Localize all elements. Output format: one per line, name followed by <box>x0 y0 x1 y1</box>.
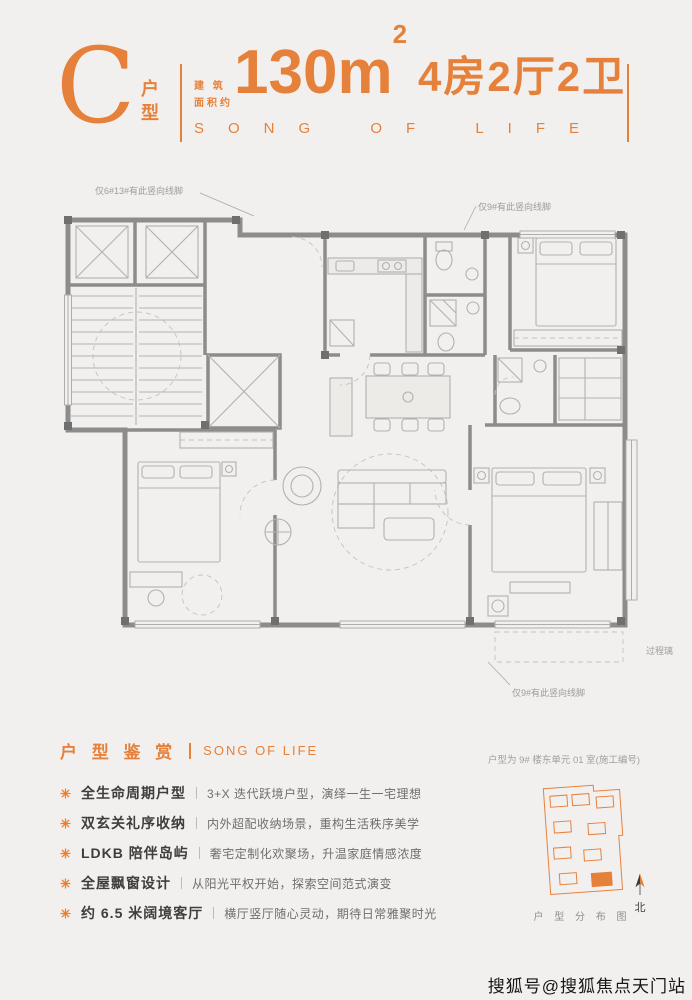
living-area <box>264 453 449 571</box>
feature-desc: 3+X 迭代跃境户型，演绎一生一宅理想 <box>207 786 422 801</box>
section-title: 户 型 鉴 赏 <box>60 743 178 762</box>
elevator-shaft <box>206 353 282 430</box>
kitchen <box>327 257 423 353</box>
dining-area <box>329 362 451 437</box>
room-count: 4房2厅2卫 <box>418 53 627 100</box>
feature-title: 全生命周期户型 <box>81 785 186 801</box>
header-divider <box>180 64 182 142</box>
site-plan-diagram <box>542 784 624 895</box>
plan-note-glass: 过程璃 <box>646 646 674 656</box>
bedroom-bottom-left <box>129 431 274 616</box>
floor-plan: 仅6#13#有此竖向线脚 仅9#有此竖向线脚 仅9#有此竖向线脚 <box>64 185 638 698</box>
feature-title: 约 6.5 米阔境客厅 <box>81 905 204 921</box>
feature-divider <box>196 817 197 829</box>
bathrooms-top <box>429 241 480 352</box>
feature-divider <box>181 877 182 889</box>
area-value: 130m2 <box>234 21 407 104</box>
feature-marker-icon <box>60 817 71 829</box>
plan-annotations: 仅6#13#有此竖向线脚 仅9#有此竖向线脚 仅9#有此竖向线脚 <box>95 185 585 698</box>
feature-desc: 从阳光平权开始，探索空间范式演变 <box>192 876 393 891</box>
plan-note-top-right: 仅9#有此竖向线脚 <box>478 201 551 212</box>
feature-title: 全屋飘窗设计 <box>81 875 171 891</box>
unit-note: 户型为 9# 楼东单元 01 室(施工编号) <box>487 755 640 766</box>
site-plan-label: 户 型 分 布 图 <box>533 912 631 923</box>
stairwell <box>71 288 202 425</box>
feature-divider <box>196 787 197 799</box>
area-prefix: 建 筑 面积约 <box>194 78 233 112</box>
door-swings <box>239 236 514 526</box>
feature-item: 约 6.5 米阔境客厅 横厅竖厅随心灵动，期待日常雅聚时光 <box>60 904 437 922</box>
section-subtitle: SONG OF LIFE <box>203 743 319 758</box>
site-plan-container <box>537 780 632 900</box>
north-label: 北 <box>634 902 646 914</box>
feature-item: 双玄关礼序收纳 内外超配收纳场景，重构生活秩序美学 <box>60 814 437 832</box>
bedroom-top-right <box>513 237 623 347</box>
feature-item: 全生命周期户型 3+X 迭代跃境户型，演绎一生一宅理想 <box>60 784 437 802</box>
feature-title: LDKB 陪伴岛屿 <box>81 845 189 861</box>
feature-desc: 奢宅定制化欢聚场，升温家庭情感浓度 <box>209 846 423 861</box>
area-exponent: 2 <box>392 19 408 50</box>
plan-note-bottom-right: 仅9#有此竖向线脚 <box>512 687 585 698</box>
compass: 北 <box>629 872 651 915</box>
plan-note-top-left: 仅6#13#有此竖向线脚 <box>95 185 183 196</box>
header-right-rule <box>627 64 629 142</box>
walk-in-closet <box>558 357 622 421</box>
north-arrow-icon <box>635 873 645 895</box>
floor-plan-container: 仅6#13#有此竖向线脚 仅9#有此竖向线脚 仅9#有此竖向线脚 <box>40 180 660 710</box>
feature-divider <box>213 907 215 919</box>
terrace-dashed-outline <box>494 631 624 663</box>
feature-marker-icon <box>60 907 71 919</box>
tagline: SONG OF LIFE <box>194 120 604 137</box>
unit-type-char-1: 户 <box>141 79 159 99</box>
bedroom-master <box>473 467 623 617</box>
area-number: 130m <box>234 38 393 107</box>
windows <box>64 230 638 629</box>
section-header: 户 型 鉴 赏 SONG OF LIFE <box>60 738 318 763</box>
unit-type-char-2: 型 <box>141 102 159 123</box>
area-prefix-line2: 面积约 <box>194 98 233 109</box>
section-divider <box>189 742 192 759</box>
feature-marker-icon <box>60 847 71 859</box>
feature-list: 全生命周期户型 3+X 迭代跃境户型，演绎一生一宅理想 双玄关礼序收纳 内外超配… <box>60 784 437 934</box>
feature-item: LDKB 陪伴岛屿 奢宅定制化欢聚场，升温家庭情感浓度 <box>60 844 437 862</box>
utility-shafts <box>75 225 199 279</box>
bathroom-master <box>497 357 547 415</box>
feature-item: 全屋飘窗设计 从阳光平权开始，探索空间范式演变 <box>60 874 437 892</box>
interior-walls <box>68 220 625 625</box>
area-prefix-line1: 建 筑 <box>194 81 226 92</box>
feature-divider <box>198 847 200 859</box>
structural-columns <box>64 216 625 625</box>
unit-type-label: 户 型 <box>141 80 159 123</box>
watermark: 搜狐号@搜狐焦点天门站 <box>487 977 686 996</box>
feature-marker-icon <box>60 787 71 799</box>
feature-title: 双玄关礼序收纳 <box>81 815 186 831</box>
unit-type-letter: C <box>56 25 136 147</box>
feature-desc: 内外超配收纳场景，重构生活秩序美学 <box>207 816 420 831</box>
feature-desc: 横厅竖厅随心灵动，期待日常雅聚时光 <box>224 906 437 921</box>
feature-marker-icon <box>60 877 71 889</box>
